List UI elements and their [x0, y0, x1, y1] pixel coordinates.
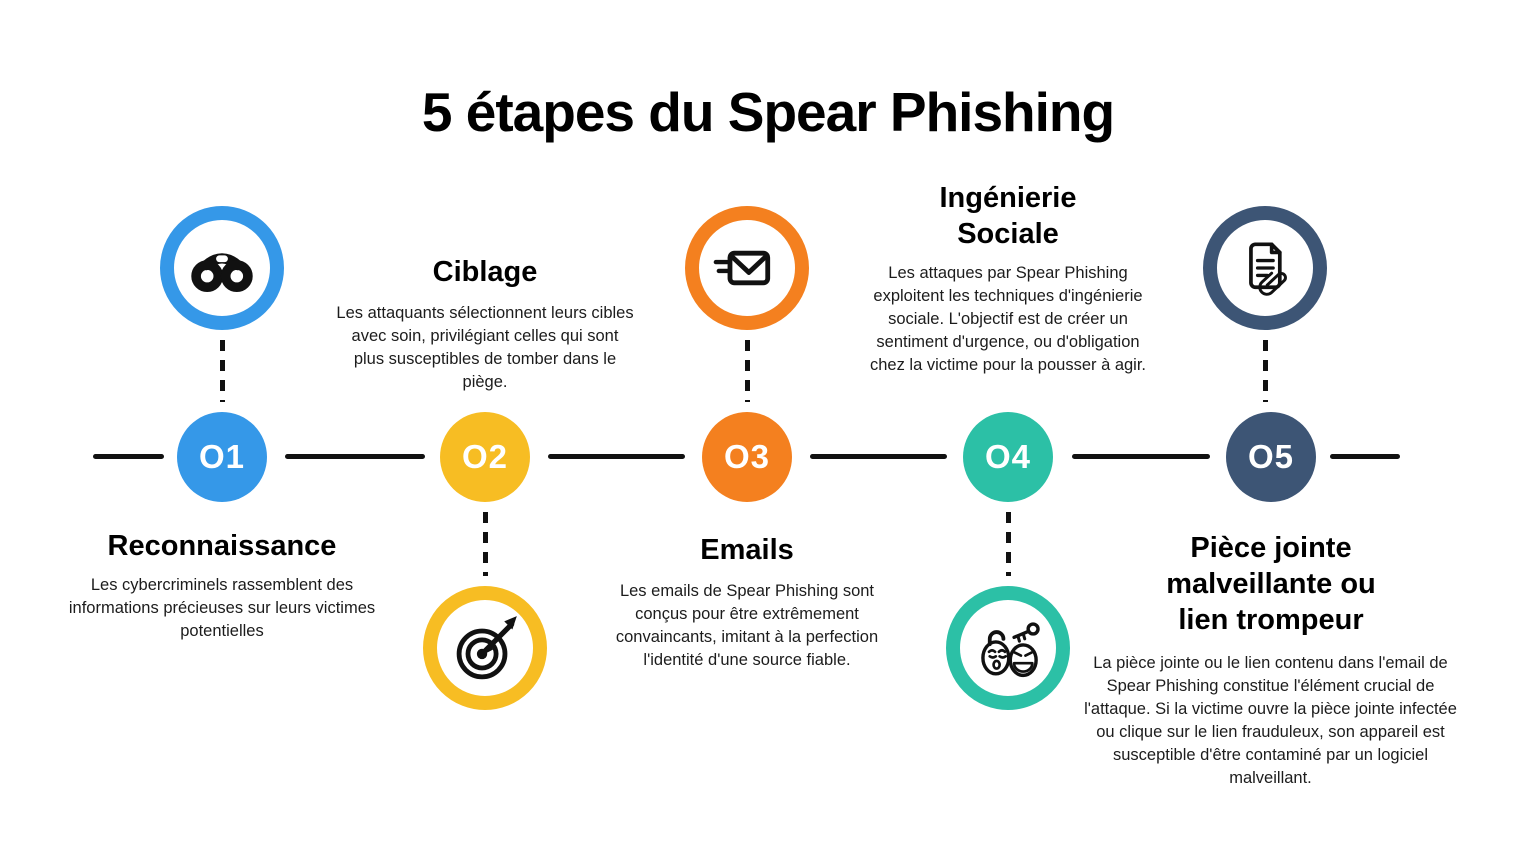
- step3-description: Les emails de Spear Phishing sont conçus…: [615, 582, 879, 669]
- email-send-icon: [710, 231, 784, 305]
- step3-number-badge: O3: [702, 412, 792, 502]
- step4-description: Les attaques par Spear Phishing exploite…: [869, 264, 1147, 374]
- target-dart-icon: [448, 611, 522, 685]
- step1-number-badge: O1: [177, 412, 267, 502]
- page-title: 5 étapes du Spear Phishing: [421, 81, 1115, 143]
- step3-dashed-connector: [745, 340, 750, 402]
- timeline-segment: [1330, 454, 1400, 459]
- step4-number: O4: [984, 438, 1032, 475]
- step1-number: O1: [198, 438, 246, 475]
- step4-number-badge: O4: [963, 412, 1053, 502]
- step3-icon-ring: [685, 206, 809, 330]
- timeline-segment: [548, 454, 685, 459]
- social-engineering-faces-icon: [970, 610, 1046, 686]
- step2-dashed-connector: [483, 512, 488, 576]
- step4-icon-ring: [946, 586, 1070, 710]
- step2-heading: Ciblage: [432, 256, 538, 288]
- step5-number-badge: O5: [1226, 412, 1316, 502]
- step2-number: O2: [461, 438, 509, 475]
- step4-heading: Ingénierie Sociale: [939, 182, 1077, 250]
- step3-number: O3: [723, 438, 771, 475]
- step5-dashed-connector: [1263, 340, 1268, 402]
- step1-dashed-connector: [220, 340, 225, 402]
- step2-number-badge: O2: [440, 412, 530, 502]
- timeline-segment: [285, 454, 425, 459]
- step1-heading: Reconnaissance: [107, 530, 337, 562]
- step1-description: Les cybercriminels rassemblent des infor…: [68, 576, 376, 640]
- timeline-segment: [1072, 454, 1210, 459]
- step5-number: O5: [1247, 438, 1295, 475]
- step3-heading: Emails: [700, 534, 794, 566]
- document-paperclip-icon: [1228, 231, 1302, 305]
- binoculars-icon: [185, 231, 259, 305]
- step5-description: La pièce jointe ou le lien contenu dans …: [1084, 654, 1457, 787]
- step2-description: Les attaquants sélectionnent leurs cible…: [336, 304, 634, 391]
- step4-dashed-connector: [1006, 512, 1011, 576]
- timeline-segment: [810, 454, 947, 459]
- step5-icon-ring: [1203, 206, 1327, 330]
- step5-heading: Pièce jointe malveillante ou lien trompe…: [1166, 532, 1376, 636]
- step2-icon-ring: [423, 586, 547, 710]
- step1-icon-ring: [160, 206, 284, 330]
- timeline-segment: [93, 454, 164, 459]
